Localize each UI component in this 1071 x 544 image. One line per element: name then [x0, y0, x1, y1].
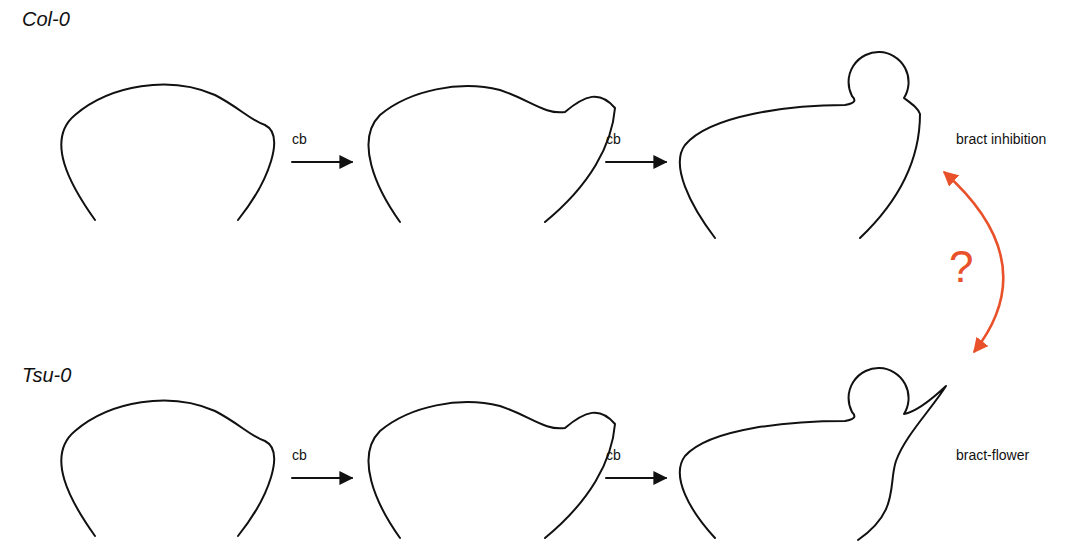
step-label: cb [606, 131, 621, 147]
meristem-outline [680, 368, 946, 540]
meristem-outline [61, 401, 274, 536]
step-arrow [606, 477, 666, 479]
meristem-outline [680, 52, 920, 238]
step-label: cb [606, 447, 621, 463]
step-label: cb [292, 131, 307, 147]
meristem-outline [369, 402, 615, 538]
comparison-arrow [944, 172, 1003, 352]
step-label: cb [292, 447, 307, 463]
meristem-outline [61, 85, 274, 220]
step-arrow [606, 161, 666, 163]
outcome-label: bract inhibition [956, 131, 1046, 147]
outcome-label: bract-flower [956, 447, 1029, 463]
meristem-outline [369, 86, 615, 222]
step-arrow [292, 161, 352, 163]
question-mark: ? [949, 242, 973, 293]
step-arrow [292, 477, 352, 479]
genotype-label: Tsu-0 [22, 364, 71, 387]
genotype-label: Col-0 [22, 8, 70, 31]
